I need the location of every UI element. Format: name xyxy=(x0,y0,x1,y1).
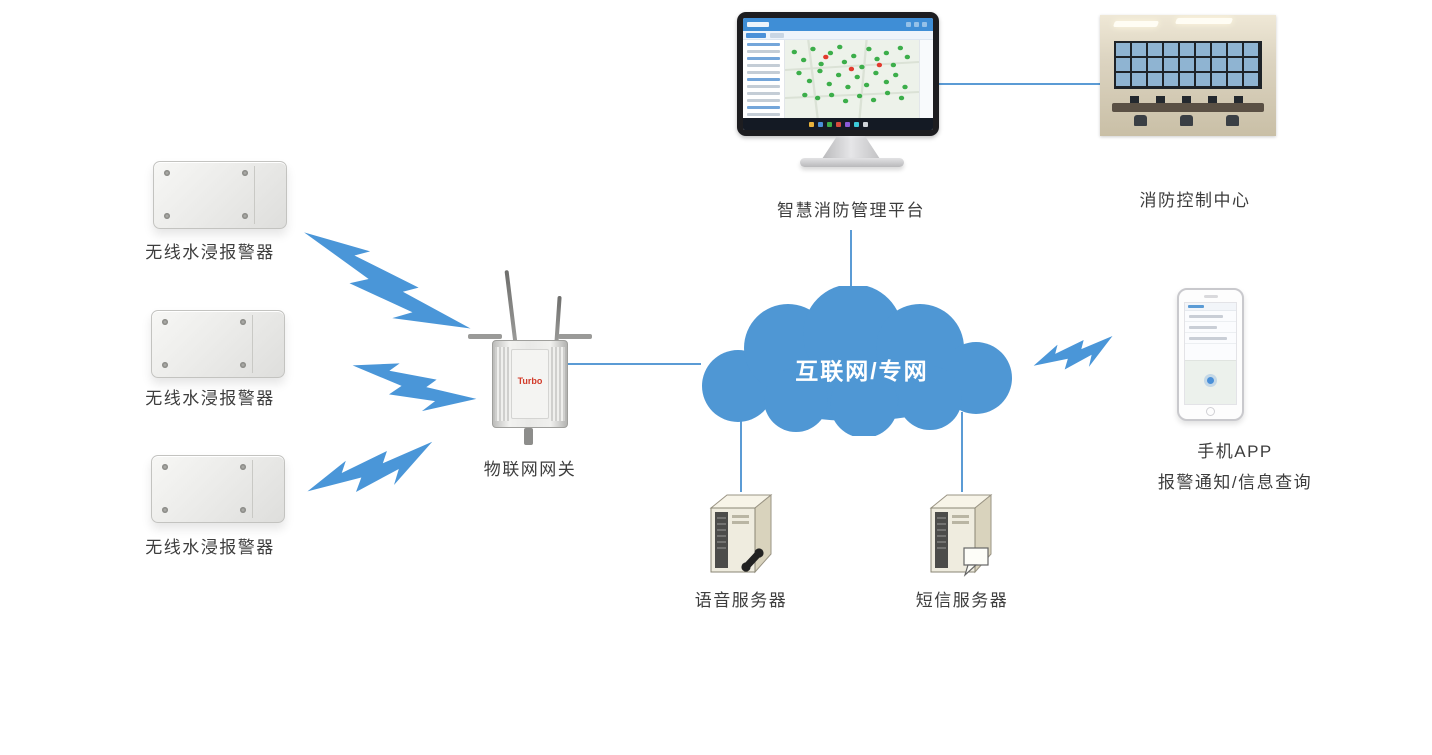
monitor-base xyxy=(800,158,904,167)
lid-seam xyxy=(252,315,254,373)
platform-toolbar xyxy=(743,31,933,40)
mount-bracket xyxy=(558,334,592,339)
mobile-app-title: 手机APP xyxy=(1197,442,1273,461)
water-sensor-label-2: 无线水浸报警器 xyxy=(145,389,275,408)
chair xyxy=(1134,115,1147,126)
platform-logo xyxy=(747,22,769,27)
ceiling-light xyxy=(1174,18,1234,24)
screw-icon xyxy=(242,170,248,176)
map-pin-icon xyxy=(1207,377,1214,384)
monitor-stand xyxy=(822,136,880,159)
voice-server-icon xyxy=(705,488,779,578)
water-sensor-label-3: 无线水浸报警器 xyxy=(145,538,275,557)
screw-icon xyxy=(240,319,246,325)
platform-tab xyxy=(746,33,766,38)
gateway-enclosure: Turbo xyxy=(492,340,568,428)
connector-gateway-cloud xyxy=(566,363,701,365)
sms-server-label: 短信服务器 xyxy=(915,591,1009,610)
sms-server-icon xyxy=(925,488,999,578)
mobile-phone xyxy=(1177,288,1244,421)
water-sensor-device-3 xyxy=(151,455,285,523)
mobile-app-subtitle: 报警通知/信息查询 xyxy=(1157,473,1313,492)
voice-server-label: 语音服务器 xyxy=(694,591,788,610)
platform-header-bar xyxy=(743,18,933,31)
connector-cloud-voiceserver xyxy=(740,412,742,492)
chair xyxy=(1226,115,1239,126)
platform-tab xyxy=(770,33,784,38)
ceiling-light xyxy=(1112,21,1160,27)
control-desk xyxy=(1112,103,1264,112)
app-list-row xyxy=(1185,311,1236,322)
app-header xyxy=(1185,303,1236,311)
platform-main xyxy=(743,40,933,118)
video-wall xyxy=(1114,41,1262,89)
phone-speaker xyxy=(1203,295,1218,298)
platform-screen xyxy=(743,18,933,130)
app-map xyxy=(1185,360,1236,404)
map-markers xyxy=(785,40,919,118)
lid-seam xyxy=(252,460,254,518)
desk-monitor xyxy=(1234,96,1243,103)
platform-sidebar-tree xyxy=(743,40,785,118)
wireless-signal-icon xyxy=(346,349,479,427)
gateway-front-panel: Turbo xyxy=(511,349,549,419)
header-button xyxy=(922,22,927,27)
connector-platform-controlcenter xyxy=(936,83,1100,85)
gateway-brand-text: Turbo xyxy=(517,376,543,386)
antenna-icon xyxy=(504,270,518,344)
app-list-row xyxy=(1185,322,1236,333)
platform-monitor xyxy=(737,12,939,136)
water-sensor-device-1 xyxy=(153,161,287,229)
screw-icon xyxy=(162,362,168,368)
cable-gland xyxy=(524,428,533,445)
screw-icon xyxy=(162,507,168,513)
platform-taskbar xyxy=(743,118,933,130)
desk-monitor xyxy=(1130,96,1139,103)
heatsink-ribs xyxy=(495,347,509,421)
wireless-signal-icon xyxy=(302,434,441,512)
screw-icon xyxy=(164,170,170,176)
phone-screen xyxy=(1184,302,1237,405)
desk-monitor xyxy=(1208,96,1217,103)
connector-platform-cloud xyxy=(850,230,852,302)
header-button xyxy=(906,22,911,27)
wireless-signal-icon xyxy=(291,216,476,357)
lid-seam xyxy=(254,166,256,224)
wireless-signal-icon xyxy=(1030,329,1119,381)
screw-icon xyxy=(240,507,246,513)
platform-label: 智慧消防管理平台 xyxy=(777,201,925,220)
heatsink-ribs xyxy=(551,347,565,421)
water-sensor-label-1: 无线水浸报警器 xyxy=(145,243,275,262)
control-center-photo xyxy=(1100,15,1276,136)
platform-right-panel xyxy=(919,40,933,118)
screw-icon xyxy=(242,213,248,219)
connector-cloud-smsserver xyxy=(961,412,963,492)
phone-home-button xyxy=(1206,407,1215,416)
app-list-row xyxy=(1185,333,1236,344)
screw-icon xyxy=(162,319,168,325)
water-sensor-device-2 xyxy=(151,310,285,378)
platform-map xyxy=(785,40,919,118)
mount-bracket xyxy=(468,334,502,339)
gateway-label: 物联网网关 xyxy=(483,460,577,479)
screw-icon xyxy=(162,464,168,470)
desk-monitor xyxy=(1182,96,1191,103)
header-button xyxy=(914,22,919,27)
control-center-label: 消防控制中心 xyxy=(1139,191,1251,210)
mobile-app-label: 手机APP 报警通知/信息查询 xyxy=(1140,436,1330,498)
screw-icon xyxy=(164,213,170,219)
cloud-icon xyxy=(668,284,1034,438)
screw-icon xyxy=(240,362,246,368)
desk-monitor xyxy=(1156,96,1165,103)
screw-icon xyxy=(240,464,246,470)
cloud-label: 互联网/专网 xyxy=(795,358,929,384)
chair xyxy=(1180,115,1193,126)
